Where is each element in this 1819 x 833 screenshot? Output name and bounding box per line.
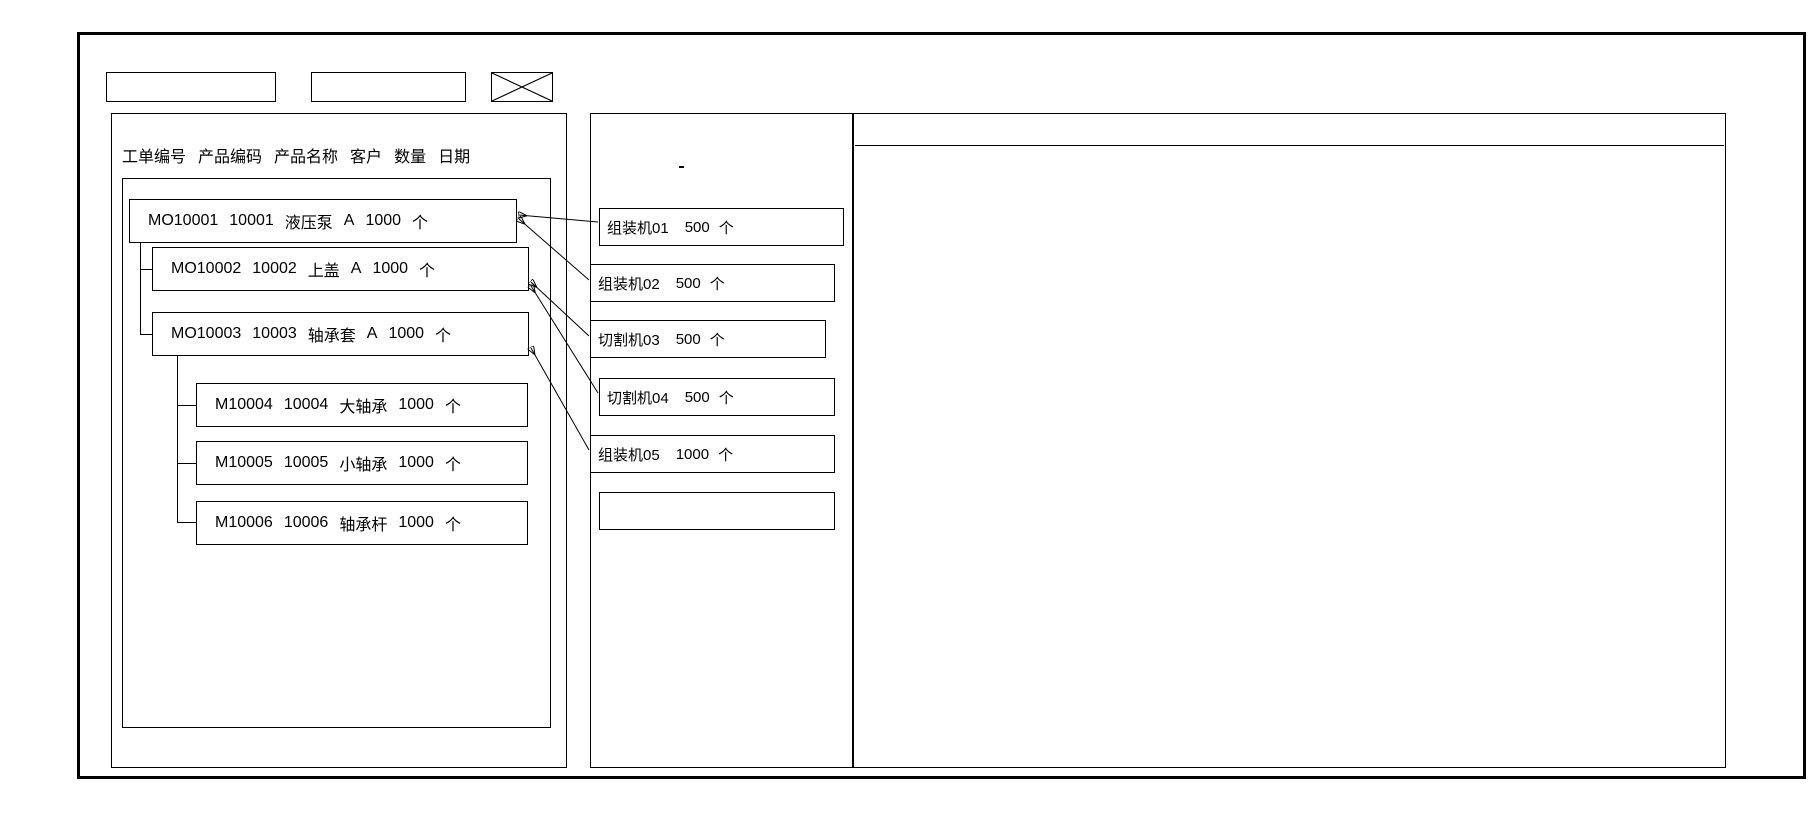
row-product-name: 轴承杆 <box>339 517 388 534</box>
column-header-date: 日期 <box>438 149 471 166</box>
tree-connector-trunk-4 <box>177 405 178 463</box>
machine-qty: 500 <box>675 330 701 348</box>
machine-name: 切割机04 <box>607 389 669 407</box>
row-qty: 1000 <box>398 396 434 413</box>
row-product-name: 轴承套 <box>307 328 356 345</box>
row-unit: 个 <box>435 328 452 345</box>
machine-unit: 个 <box>718 446 734 464</box>
row-product-name: 液压泵 <box>284 215 333 232</box>
machine-unit: 个 <box>718 389 734 407</box>
list-item[interactable]: 组装机05 1000 个 <box>590 435 835 473</box>
machine-qty: 500 <box>675 274 701 292</box>
row-product-name: 上盖 <box>307 263 340 280</box>
column-header-customer: 客户 <box>350 149 383 166</box>
column-header-product-name: 产品名称 <box>274 149 339 166</box>
list-item-empty[interactable] <box>599 492 835 530</box>
row-customer: A <box>366 325 378 342</box>
table-row[interactable]: M10006 10006 轴承杆 1000 个 <box>196 501 528 545</box>
row-qty: 1000 <box>398 514 434 531</box>
row-order-no: MO10002 <box>171 260 242 277</box>
tree-connector-branch-1 <box>140 269 153 270</box>
row-unit: 个 <box>419 263 436 280</box>
table-row[interactable]: M10004 10004 大轴承 1000 个 <box>196 383 528 427</box>
row-product-code: 10004 <box>283 396 329 413</box>
row-customer: A <box>343 212 355 229</box>
tree-connector-branch-4 <box>177 463 197 464</box>
column-header-qty: 数量 <box>394 149 427 166</box>
column-header-product-code: 产品编码 <box>198 149 263 166</box>
machine-name: 切割机03 <box>598 331 660 349</box>
tree-connector-branch-5 <box>177 522 197 523</box>
tree-connector-trunk-1 <box>140 221 141 270</box>
row-product-name: 小轴承 <box>339 457 388 474</box>
machine-qty: 1000 <box>675 445 710 463</box>
machine-qty: 500 <box>684 218 710 236</box>
row-qty: 1000 <box>388 325 425 342</box>
middle-panel-marker <box>679 166 684 168</box>
machine-unit: 个 <box>709 331 725 349</box>
list-item[interactable]: 组装机02 500 个 <box>590 264 835 302</box>
table-row[interactable]: MO10002 10002 上盖 A 1000 个 <box>152 247 529 291</box>
detail-panel <box>853 113 1726 768</box>
row-qty: 1000 <box>398 454 434 471</box>
machine-qty: 500 <box>684 388 710 406</box>
list-item[interactable]: 组装机01 500 个 <box>599 208 844 246</box>
row-customer: A <box>350 260 362 277</box>
tree-connector-trunk-3 <box>177 334 178 406</box>
row-order-no: M10006 <box>215 514 273 531</box>
tree-connector-branch-3 <box>177 405 197 406</box>
tree-connector-trunk-2 <box>140 269 141 335</box>
machine-unit: 个 <box>718 219 734 237</box>
toolbar-x-box[interactable] <box>491 72 553 102</box>
row-qty: 1000 <box>372 260 409 277</box>
table-row[interactable]: M10005 10005 小轴承 1000 个 <box>196 441 528 485</box>
machine-name: 组装机01 <box>607 219 669 237</box>
row-product-code: 10006 <box>283 514 329 531</box>
row-unit: 个 <box>412 215 429 232</box>
row-product-code: 10005 <box>283 454 329 471</box>
row-product-code: 10001 <box>229 212 274 229</box>
column-header-order-no: 工单编号 <box>122 149 187 166</box>
tree-connector-branch-2 <box>140 334 153 335</box>
machine-name: 组装机02 <box>598 275 660 293</box>
detail-panel-header-divider <box>855 145 1724 146</box>
row-order-no: M10004 <box>215 396 273 413</box>
row-product-name: 大轴承 <box>339 399 388 416</box>
row-qty: 1000 <box>365 212 402 229</box>
table-row[interactable]: MO10003 10003 轴承套 A 1000 个 <box>152 312 529 356</box>
row-order-no: MO10001 <box>148 212 219 229</box>
row-product-code: 10003 <box>252 325 297 342</box>
table-row[interactable]: MO10001 10001 液压泵 A 1000 个 <box>129 199 517 243</box>
row-product-code: 10002 <box>252 260 297 277</box>
tree-connector-trunk-5 <box>177 463 178 523</box>
row-order-no: MO10003 <box>171 325 242 342</box>
row-order-no: M10005 <box>215 454 273 471</box>
toolbar-input-box-2[interactable] <box>311 72 466 102</box>
machine-unit: 个 <box>709 275 725 293</box>
work-order-column-headers: 工单编号 产品编码 产品名称 客户 数量 日期 <box>122 143 552 167</box>
toolbar-input-box-1[interactable] <box>106 72 276 102</box>
list-item[interactable]: 切割机03 500 个 <box>590 320 826 358</box>
row-unit: 个 <box>444 517 461 534</box>
row-unit: 个 <box>444 399 461 416</box>
list-item[interactable]: 切割机04 500 个 <box>599 378 835 416</box>
machine-name: 组装机05 <box>598 446 660 464</box>
row-unit: 个 <box>444 457 461 474</box>
x-cross-icon <box>492 73 552 101</box>
